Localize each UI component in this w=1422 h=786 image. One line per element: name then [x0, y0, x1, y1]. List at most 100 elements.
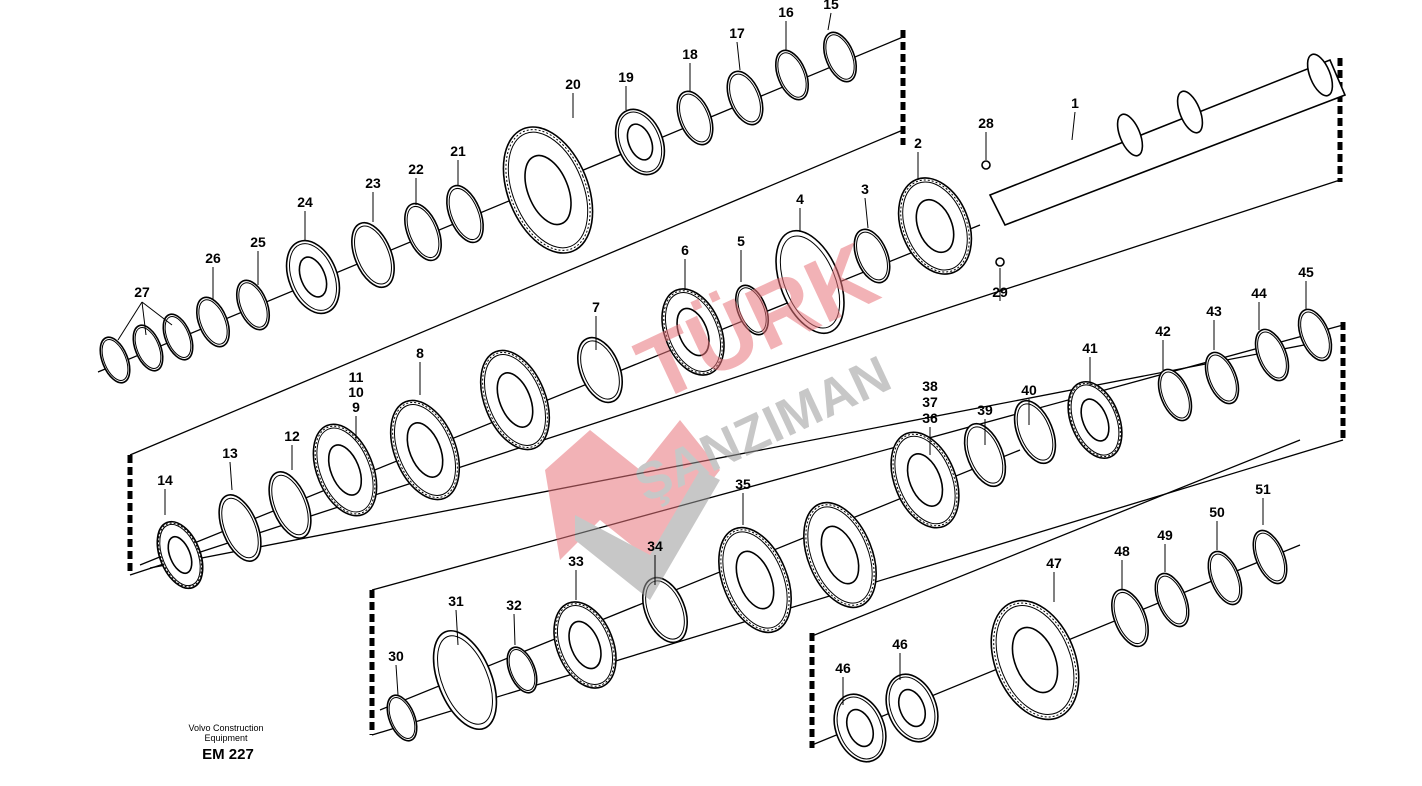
callout-label: 3	[861, 181, 869, 197]
ring-part	[404, 202, 442, 262]
callout-label: 49	[1157, 527, 1173, 543]
ring-part	[775, 229, 845, 335]
callout-label: 18	[682, 46, 698, 62]
callout-label: 29	[992, 284, 1008, 300]
ring-part	[1157, 368, 1193, 422]
shaft-spline	[1116, 113, 1144, 157]
callout-label: 38	[922, 378, 938, 394]
ring-part	[162, 313, 194, 361]
callout-label: 37	[922, 394, 938, 410]
callout-label: 46	[835, 660, 851, 676]
ring-part	[774, 49, 810, 101]
ring-part	[822, 31, 858, 83]
callout-label: 22	[408, 161, 424, 177]
ring-part	[1252, 529, 1288, 585]
callout-label: 41	[1082, 340, 1098, 356]
gear-part	[502, 126, 594, 254]
ring-part	[506, 646, 538, 694]
callout-labels: 1234567891011121314151617181920212223242…	[117, 0, 1314, 705]
ring-part	[351, 221, 395, 289]
bearing-part	[614, 108, 666, 176]
ring-part	[1297, 308, 1333, 362]
shaft-spline	[1306, 53, 1334, 97]
callout-label: 14	[157, 472, 173, 488]
callout-label: 34	[647, 538, 663, 554]
callout-label: 43	[1206, 303, 1222, 319]
ring-part	[1111, 588, 1149, 648]
callout-label: 23	[365, 175, 381, 191]
leader-line	[513, 613, 516, 646]
callout-label: 50	[1209, 504, 1225, 520]
callout-label: 13	[222, 445, 238, 461]
ball-part	[995, 257, 1005, 267]
gear-part	[156, 520, 204, 590]
callout-label: 5	[737, 233, 745, 249]
ring-part	[963, 422, 1007, 488]
leader-line	[141, 301, 147, 336]
footer: Volvo Construction Equipment EM 227	[188, 723, 263, 763]
callout-label: 35	[735, 476, 751, 492]
ring-part	[676, 90, 714, 146]
ring-part	[132, 324, 164, 372]
callout-label: 10	[348, 384, 364, 400]
bearing-part	[833, 693, 887, 763]
callout-label: 26	[205, 250, 221, 266]
callout-label: 24	[297, 194, 313, 210]
callout-label: 7	[592, 299, 600, 315]
callout-label: 48	[1114, 543, 1130, 559]
callout-label: 32	[506, 597, 522, 613]
callout-label: 31	[448, 593, 464, 609]
ring-part	[235, 279, 271, 331]
callout-label: 1	[1071, 95, 1079, 111]
leader-line	[827, 12, 832, 31]
ring-part	[218, 494, 262, 562]
callout-label: 33	[568, 553, 584, 569]
leader-line	[141, 301, 173, 326]
ring-part	[432, 629, 498, 731]
ring-part	[1207, 550, 1243, 606]
callout-label: 36	[922, 410, 938, 426]
ring-part	[386, 694, 418, 742]
bearing-part	[285, 239, 341, 315]
gear-part	[661, 288, 725, 376]
gear-part	[990, 599, 1080, 721]
leader-line	[117, 301, 143, 341]
callout-label: 8	[416, 345, 424, 361]
gear-part	[553, 601, 617, 689]
footer-line2: Equipment	[204, 733, 248, 743]
ball-part	[981, 160, 991, 170]
callout-label: 20	[565, 76, 581, 92]
callout-label: 25	[250, 234, 266, 250]
footer-line1: Volvo Construction	[188, 723, 263, 733]
leader-line	[864, 197, 869, 229]
callout-label: 27	[134, 284, 150, 300]
callout-label: 28	[978, 115, 994, 131]
shaft-spline	[1176, 90, 1204, 134]
callout-label: 9	[352, 399, 360, 415]
callout-label: 15	[823, 0, 839, 12]
callout-label: 16	[778, 4, 794, 20]
ring-part	[446, 184, 484, 244]
callout-label: 45	[1298, 264, 1314, 280]
ring-part	[853, 228, 891, 284]
ring-part	[642, 576, 688, 644]
gear-part	[897, 177, 973, 275]
callout-label: 21	[450, 143, 466, 159]
callout-label: 51	[1255, 481, 1271, 497]
ring-part	[734, 284, 770, 336]
callout-label: 46	[892, 636, 908, 652]
ring-part	[195, 296, 231, 348]
parts	[99, 31, 1347, 763]
ring-part	[726, 70, 764, 126]
callout-label: 42	[1155, 323, 1171, 339]
leader-line	[395, 664, 399, 696]
gear-part	[803, 501, 877, 609]
callout-label: 4	[796, 191, 804, 207]
ring-part	[99, 336, 131, 384]
ring-part	[1204, 351, 1240, 405]
ring-part	[1013, 399, 1057, 465]
leader-line	[1071, 111, 1076, 141]
callout-label: 17	[729, 25, 745, 41]
